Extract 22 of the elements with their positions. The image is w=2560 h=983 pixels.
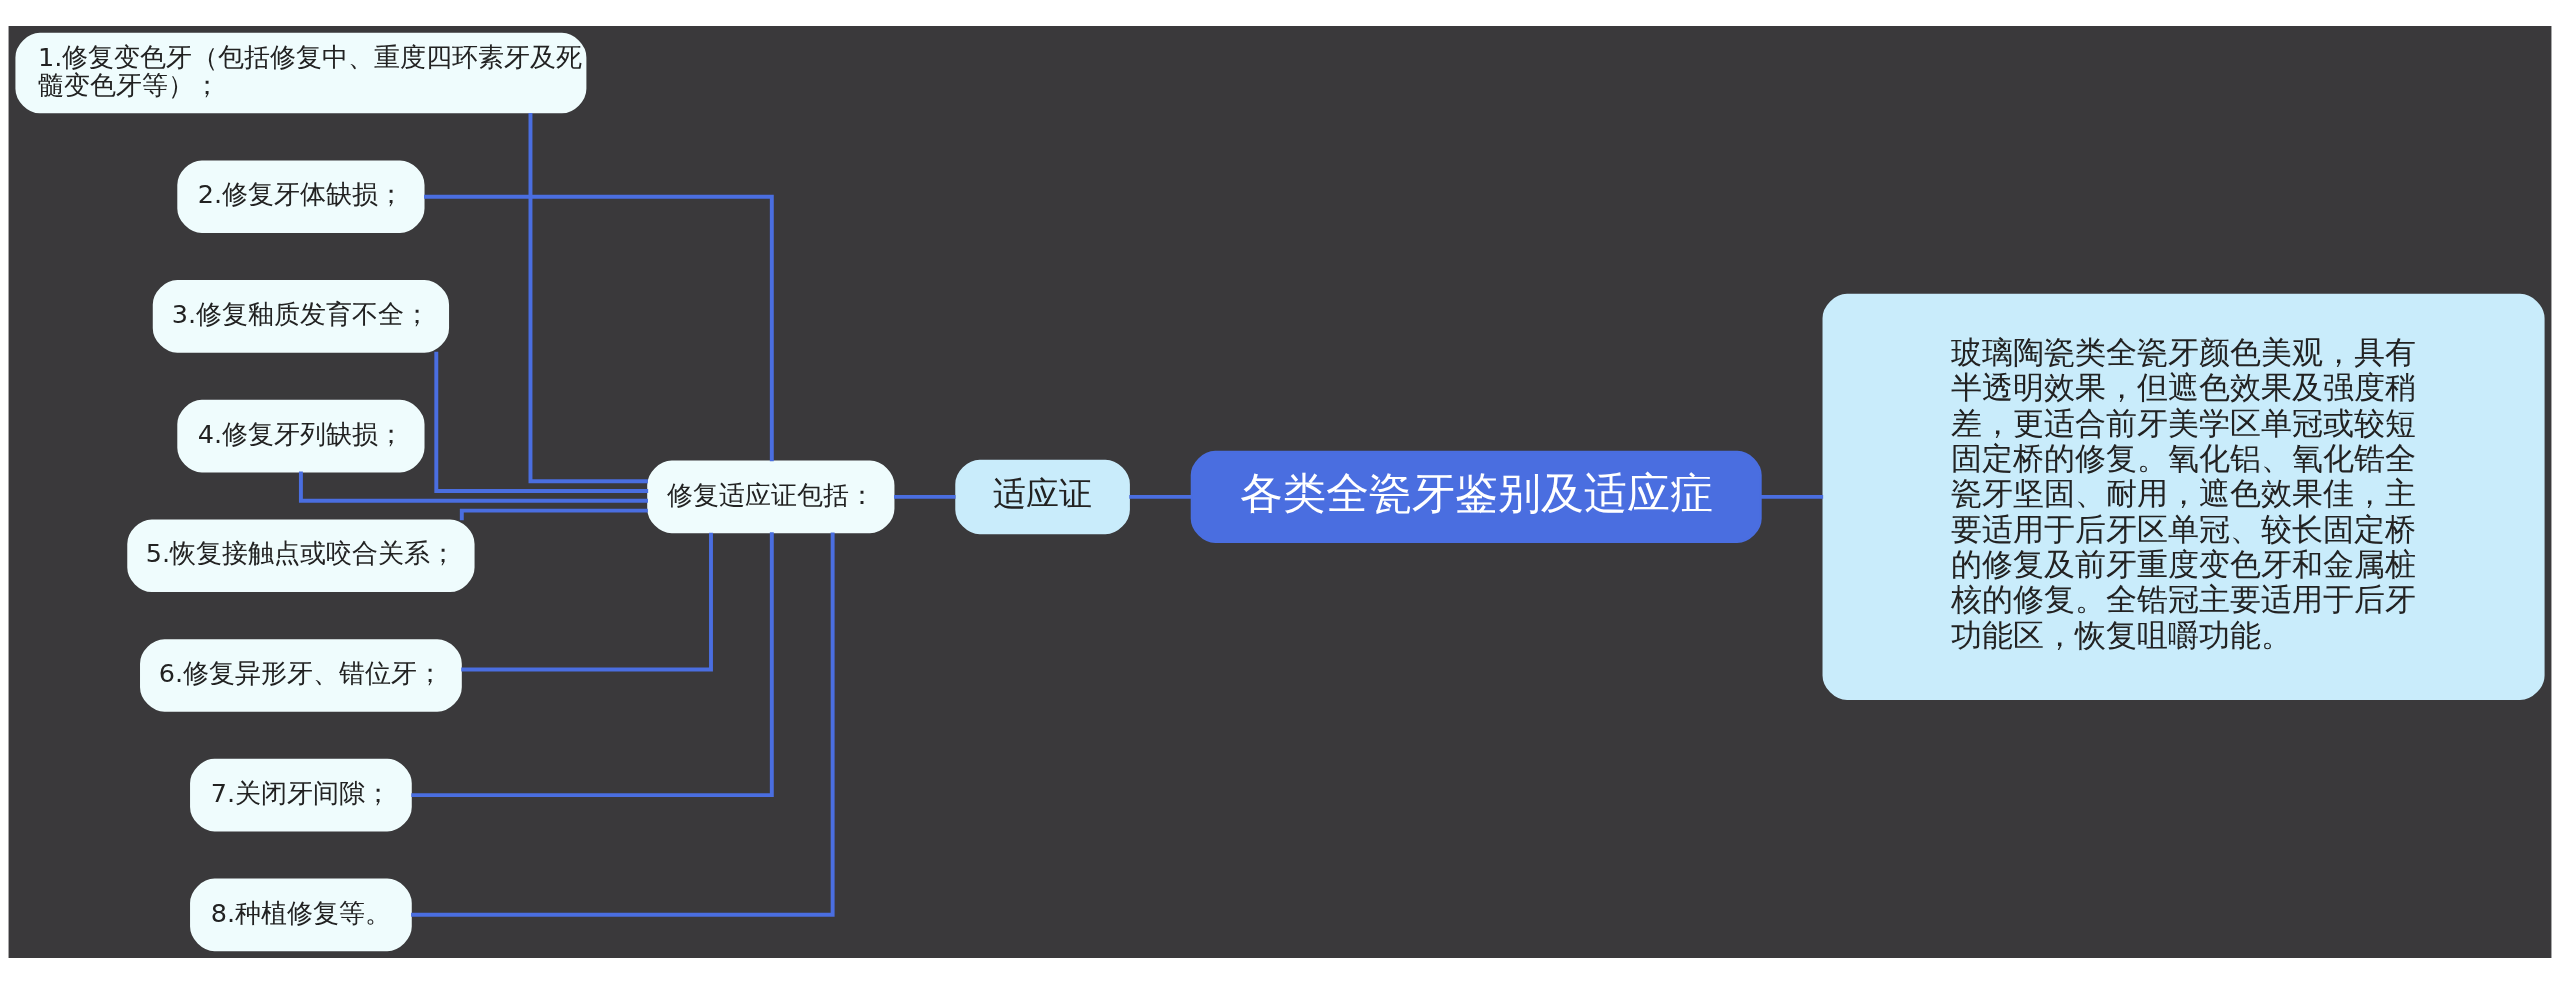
connector [411, 532, 835, 917]
connector [411, 531, 774, 797]
connector [424, 194, 774, 461]
node-box: 6.修复异形牙、错位牙； [140, 638, 462, 712]
connector [528, 112, 648, 483]
connector [1129, 494, 1192, 499]
connector [894, 494, 956, 499]
connector [1760, 494, 1824, 499]
node-box: 2.修复牙体缺损； [177, 159, 425, 233]
connector [434, 351, 649, 493]
node-box: 各类全瓷牙鉴别及适应症 [1190, 450, 1762, 543]
node-box: 1.修复变色牙（包括修复中、重度四环素牙及死髓变色牙等）； [15, 32, 587, 113]
node-box: 修复适应证包括： [647, 460, 895, 533]
node-box: 4.修复牙列缺损； [177, 399, 425, 472]
node-box: 3.修复釉质发育不全； [152, 279, 450, 353]
connector [461, 532, 713, 672]
connector [459, 508, 648, 520]
node-box: 5.恢复接触点或咬合关系； [127, 518, 475, 592]
node-box: 适应证 [955, 459, 1130, 534]
node-box: 7.关闭牙间隙； [190, 758, 412, 831]
node-box: 8.种植修复等。 [190, 878, 412, 951]
node-box: 玻璃陶瓷类全瓷牙颜色美观，具有半透明效果，但遮色效果及强度稍差，更适合前牙美学区单冠或较短固定桥的修复。氧化铝、氧化锆全瓷牙坚固、耐用，遮色效果佳，主要适用于后牙区单冠、较长固定桥的修复及前牙重度变色牙和金属桩核的修复。全锆冠主要适用于后牙功能区，恢复咀嚼功能。 [1822, 293, 2545, 700]
